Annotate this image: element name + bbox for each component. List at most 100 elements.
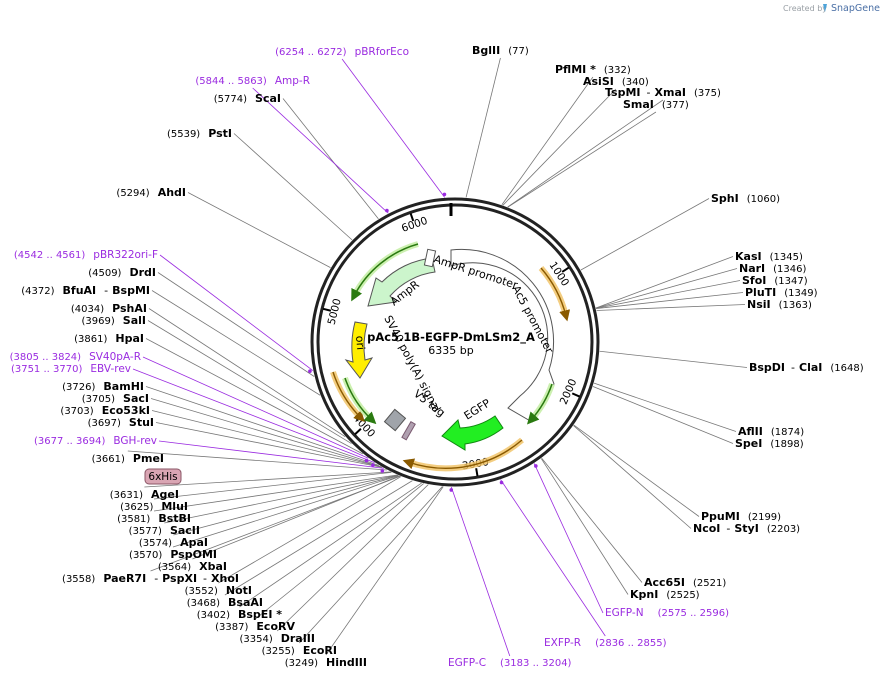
site-drdi[interactable]: (4509)DrdI <box>88 266 156 279</box>
site-xbai[interactable]: (3564)XbaI <box>158 560 227 573</box>
primer-site-mark-exfp-r <box>499 480 504 485</box>
backbone-inner-ring <box>310 197 600 487</box>
feature-egfp[interactable] <box>441 415 504 451</box>
his-tag-box <box>144 468 182 485</box>
connector-saci <box>150 398 382 468</box>
feature-ampr-promoter-box[interactable] <box>423 248 437 268</box>
site-psti[interactable]: (5539)PstI <box>167 127 232 140</box>
connector-ncoi <box>573 425 692 529</box>
site-hpai[interactable]: (3861)HpaI <box>74 332 144 345</box>
connector-tspmi <box>507 99 664 208</box>
site-pmei[interactable]: (3661)PmeI <box>92 452 164 465</box>
connector-bspmi <box>151 290 321 396</box>
connector-bglii <box>465 57 501 198</box>
site-ppumi[interactable]: PpuMI(2199) <box>701 510 781 523</box>
connector-kpni <box>540 458 629 595</box>
site-aflii[interactable]: AflII(1874) <box>738 425 804 438</box>
site-ahdi[interactable]: (5294)AhdI <box>116 186 186 199</box>
site-hindiii[interactable]: (3249)HindIII <box>285 656 367 669</box>
connector-pspomi <box>172 475 399 548</box>
site-ncoi[interactable]: NcoI-StyI(2203) <box>693 522 800 535</box>
site-kasi[interactable]: KasI(1345) <box>735 250 803 263</box>
primer-amp-r[interactable]: (5844 .. 5863)Amp-R <box>195 75 310 87</box>
connector-ecorv <box>255 483 424 620</box>
site-acc65i[interactable]: Acc65I(2521) <box>644 576 726 589</box>
site-scai[interactable]: (5774)ScaI <box>214 92 281 105</box>
primer-egfp-n[interactable]: EGFP-N(2575 .. 2596) <box>605 607 729 619</box>
connector-sfoi <box>595 280 741 309</box>
site-mlui[interactable]: (3625)MluI <box>120 500 188 513</box>
primer-pbrforeco[interactable]: (6254 .. 6272)pBRforEco <box>275 46 409 58</box>
site-pluti[interactable]: PluTI(1349) <box>745 286 818 299</box>
connector-primer-sv40pa-r <box>142 356 369 459</box>
primer-exfp-r[interactable]: EXFP-R(2836 .. 2855) <box>544 637 667 649</box>
primer-ebv-rev[interactable]: (3751 .. 3770)EBV-rev <box>11 363 131 375</box>
site-bsaai[interactable]: (3468)BsaAI <box>187 596 263 609</box>
site-bspdi[interactable]: BspDI-ClaI(1648) <box>749 361 864 374</box>
site-sphi[interactable]: SphI(1060) <box>711 192 780 205</box>
site-nari[interactable]: NarI(1346) <box>739 262 807 275</box>
connector-primer-bgh-rev <box>158 440 384 469</box>
connector-pmei <box>127 450 387 471</box>
site-sfoi[interactable]: SfoI(1347) <box>742 274 808 287</box>
connector-acc65i <box>541 457 643 583</box>
site-kpni[interactable]: KpnI(2525) <box>630 588 700 601</box>
connector-spei <box>592 386 734 444</box>
plasmid-name: pAc5.1B-EGFP-DmLSm2_A <box>367 330 535 345</box>
site-eco53ki[interactable]: (3703)Eco53kI <box>60 404 150 417</box>
tick-label-2000: 2000 <box>558 377 580 406</box>
site-spei[interactable]: SpeI(1898) <box>735 437 804 450</box>
site-bamhi[interactable]: (3726)BamHI <box>62 380 144 393</box>
connector-primer-exfp-r <box>500 479 606 637</box>
site-paer7i[interactable]: (3558)PaeR7I-PspXI-XhoI <box>62 572 239 585</box>
site-ecorv[interactable]: (3387)EcoRV <box>215 620 295 633</box>
connector-asisi <box>502 88 617 206</box>
site-nsii[interactable]: NsiI(1363) <box>747 298 812 311</box>
site-asisi[interactable]: AsiSI(340) <box>583 75 649 88</box>
site-draiii[interactable]: (3354)DraIII <box>239 632 315 645</box>
site-bspmi[interactable]: (4372)BfuAI-BspMI <box>21 284 150 297</box>
primer-labels: (6254 .. 6272)pBRforEco (5844 .. 5863)Am… <box>10 46 729 669</box>
site-bstbi[interactable]: (3581)BstBI <box>117 512 191 525</box>
primer-egfp-c[interactable]: EGFP-C(3183 .. 3204) <box>448 657 572 669</box>
site-stui[interactable]: (3697)StuI <box>88 416 154 429</box>
site-pspomi[interactable]: (3570)PspOMI <box>129 548 217 561</box>
connector-pluti <box>596 292 744 309</box>
primer-pbr322ori-f[interactable]: (4542 .. 4561)pBR322ori-F <box>14 249 158 261</box>
primer-site-mark-egfp-n <box>534 464 538 468</box>
site-sali[interactable]: (3969)SalI <box>82 314 146 327</box>
connector-primer-amp-r <box>252 87 389 214</box>
connector-ecori <box>298 486 443 644</box>
connector-sphi <box>580 198 710 271</box>
feature-sv40-polya-box[interactable] <box>383 408 407 432</box>
site-smai[interactable]: SmaI(377) <box>623 98 689 111</box>
site-ecori[interactable]: (3255)EcoRI <box>262 644 337 657</box>
connector-primer-pbrforeco <box>341 58 445 198</box>
site-noti[interactable]: (3552)NotI <box>185 584 252 597</box>
primer-site-mark-pbrforeco <box>442 192 447 197</box>
feature-ori[interactable] <box>344 321 374 379</box>
connector-primer-pbr322ori-f <box>159 254 314 371</box>
feature-ampr[interactable] <box>367 257 436 307</box>
site-saci[interactable]: (3705)SacI <box>82 392 149 405</box>
tick-mark-5000 <box>322 307 332 312</box>
site-bspei[interactable]: (3402)BspEI * <box>197 608 283 621</box>
connector-xbai <box>192 475 400 560</box>
site-agei[interactable]: (3631)AgeI <box>110 488 179 501</box>
site-sacii[interactable]: (3577)SacII <box>129 524 200 537</box>
label-ori: ori <box>353 335 367 350</box>
connector-nsii <box>596 304 746 311</box>
connector-mlui <box>154 471 392 500</box>
tick-mark-6000 <box>409 213 415 222</box>
site-tspmi[interactable]: TspMI-XmaI(375) <box>605 86 721 99</box>
primer-bgh-rev[interactable]: (3677 .. 3694)BGH-rev <box>34 435 157 447</box>
primer-sv40pa-r[interactable]: (3805 .. 3824)SV40pA-R <box>10 351 141 363</box>
site-bglii[interactable]: BglII(77) <box>472 44 529 57</box>
feature-ac5-promoter[interactable] <box>450 248 555 423</box>
connector-noti <box>218 476 402 584</box>
feature-v5-tag-box[interactable] <box>401 421 416 441</box>
site-apai[interactable]: (3574)ApaI <box>139 536 208 549</box>
site-pshai[interactable]: (4034)PshAI <box>71 302 147 315</box>
site-pflmi[interactable]: PflMI *(332) <box>555 63 631 76</box>
